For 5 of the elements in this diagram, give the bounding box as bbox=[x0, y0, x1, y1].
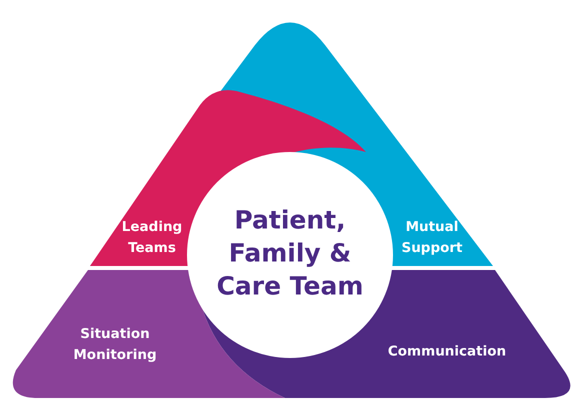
segment-label: Situation Monitoring bbox=[72, 325, 158, 365]
segment-label: Mutual Support bbox=[400, 218, 464, 258]
segment-label: Leading Teams bbox=[120, 218, 184, 258]
segment-label: Communication bbox=[386, 342, 508, 362]
center-title: Patient, Family & Care Team bbox=[216, 204, 364, 302]
